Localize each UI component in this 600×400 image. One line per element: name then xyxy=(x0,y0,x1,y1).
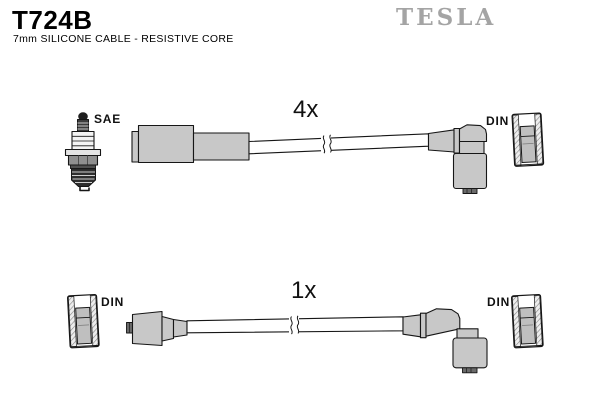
cable xyxy=(186,315,404,335)
coil-terminal-tip xyxy=(126,322,133,334)
cable-break-mark xyxy=(289,315,300,335)
row2-quantity-label: 1x xyxy=(291,277,317,304)
din-socket-icon xyxy=(510,293,544,349)
part-number: T724B xyxy=(12,5,93,35)
din-connector-label-row1-right: DIN xyxy=(486,114,510,128)
product-subtitle: 7mm SILICONE CABLE - RESISTIVE CORE xyxy=(13,33,234,45)
cable xyxy=(248,133,430,155)
elbow-terminal-tip xyxy=(462,188,478,194)
elbow-terminal-tip xyxy=(462,367,478,374)
spark-plug-boot xyxy=(131,124,250,164)
tesla-logo: TESLA xyxy=(396,4,497,31)
din-socket-icon xyxy=(66,293,100,349)
din-socket-icon xyxy=(511,112,545,168)
spark-plug-icon xyxy=(64,112,102,192)
din-connector-label-row2-right: DIN xyxy=(487,295,511,309)
coil-boot xyxy=(126,310,188,347)
sae-connector-label: SAE xyxy=(94,112,122,126)
cable-break-mark xyxy=(321,134,332,154)
elbow-boot xyxy=(427,124,488,194)
row1-cable-set xyxy=(64,112,545,194)
row1-quantity-label: 4x xyxy=(293,96,319,123)
row2-cable-set xyxy=(66,293,544,374)
elbow-boot xyxy=(402,308,488,374)
din-connector-label-row2-left: DIN xyxy=(101,295,125,309)
